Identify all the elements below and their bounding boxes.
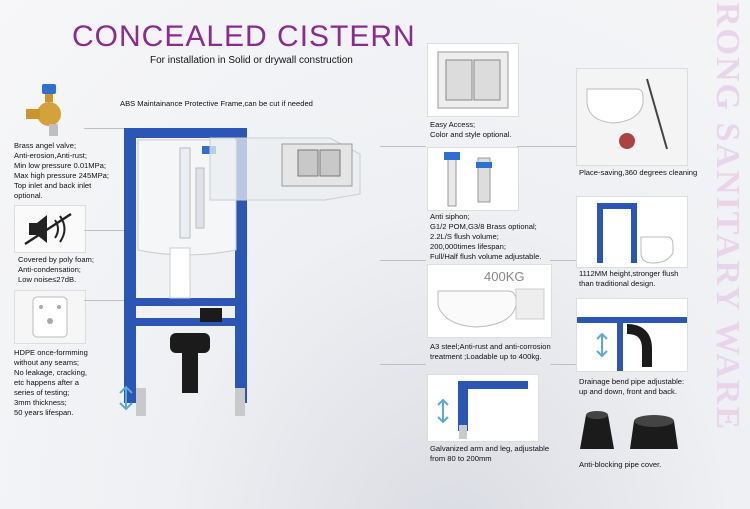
pipe-cover-image	[576, 405, 686, 457]
connector-line	[84, 230, 124, 231]
connector-line	[380, 364, 426, 365]
low-noise-image	[14, 205, 86, 253]
place-saving-note: Place-saving,360 degrees cleaning	[579, 168, 698, 177]
connector-line	[380, 260, 426, 261]
connector-line	[550, 364, 576, 365]
galvanized-leg-image	[427, 374, 539, 442]
connector-line	[380, 146, 426, 147]
fill-valve-image	[427, 147, 519, 211]
brand-watermark-text: RONG SANITARY WARE	[709, 2, 746, 432]
noise-notes: Covered by poly foam;Anti-condensation;L…	[18, 255, 94, 284]
siphon-notes: Anti siphon;G1/2 POM,G3/8 Brass optional…	[430, 212, 542, 261]
page-title: CONCEALED CISTERN	[72, 20, 416, 53]
page-subtitle: For installation in Solid or drywall con…	[150, 55, 353, 66]
flush-plate-image	[427, 43, 519, 117]
angle-valve-image	[14, 80, 84, 138]
abs-caption: ABS Maintainance Protective Frame,can be…	[120, 99, 313, 108]
valve-notes: Brass angel valve;Anti-erosion,Anti-rust…	[14, 141, 109, 200]
pipe-cover-note: Anti-blocking pipe cover.	[579, 460, 662, 469]
drainage-bend-image	[576, 298, 688, 372]
height-notes: 1112MM height,stronger flush than tradit…	[579, 269, 679, 288]
connector-line	[550, 260, 576, 261]
brand-watermark: RONG SANITARY WARE	[702, 0, 748, 509]
install-height-image	[576, 196, 688, 268]
connector-line	[517, 146, 576, 147]
galvanized-notes: Galvanized arm and leg, adjustable from …	[430, 444, 550, 463]
access-notes: Easy Access;Color and style optional.	[430, 120, 512, 139]
hdpe-tank-image	[14, 290, 86, 344]
toilet-room-image	[576, 68, 688, 166]
wall-hung-toilet-image: 400KG	[427, 264, 552, 338]
connector-line	[84, 128, 124, 129]
cistern-frame-image	[110, 118, 380, 423]
drain-notes: Drainage bend pipe adjustable:up and dow…	[579, 377, 685, 396]
connector-line	[84, 300, 124, 301]
load-badge: 400KG	[484, 269, 525, 284]
